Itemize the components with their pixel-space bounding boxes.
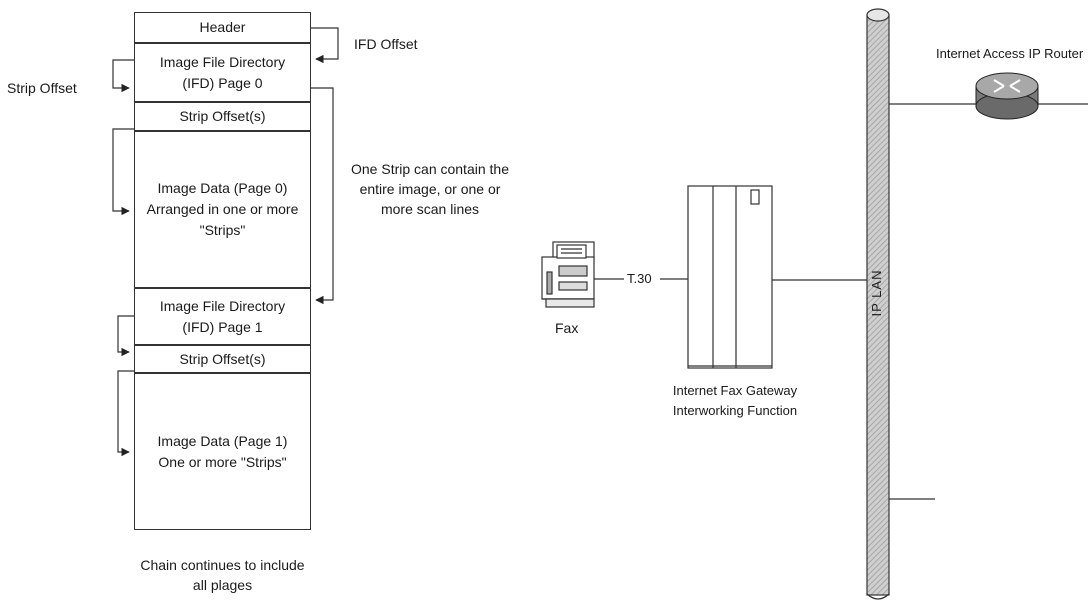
strip-note: One Strip can contain the entire image, … — [335, 159, 525, 219]
t30-label: T.30 — [627, 269, 652, 289]
router-icon — [976, 73, 1038, 119]
gateway-label: Internet Fax Gateway Interworking Functi… — [655, 381, 815, 421]
strip-offset-arrow — [113, 60, 134, 88]
fax-label: Fax — [555, 318, 578, 338]
router-label: Internet Access IP Router — [936, 44, 1083, 64]
ifd-page0-block: Image File Directory (IFD) Page 0 — [134, 43, 311, 102]
ifd-page1-block: Image File Directory (IFD) Page 1 — [134, 288, 311, 345]
image-data-page0-block: Image Data (Page 0) Arranged in one or m… — [134, 131, 311, 288]
next-ifd-arrow — [311, 88, 333, 300]
chain-note: Chain continues to include all plages — [120, 555, 325, 595]
ifd-offset-arrow — [311, 28, 338, 59]
strip-offsets-block-0: Strip Offset(s) — [134, 102, 311, 131]
strip-data-arrow-0 — [113, 129, 134, 211]
fax-machine-icon — [542, 242, 594, 307]
image-data-page1-block: Image Data (Page 1) One or more "Strips" — [134, 373, 311, 530]
strip-offsets-block-1: Strip Offset(s) — [134, 345, 311, 373]
header-block: Header — [134, 12, 311, 43]
strip-data-arrow-1 — [118, 371, 134, 452]
ip-lan-label: IP LAN — [867, 263, 887, 323]
gateway-cabinet-icon — [688, 186, 772, 368]
strip-offset-label: Strip Offset — [7, 78, 77, 98]
ifd-offset-label: IFD Offset — [354, 34, 418, 54]
strip-offset-arrow-1 — [118, 316, 134, 352]
